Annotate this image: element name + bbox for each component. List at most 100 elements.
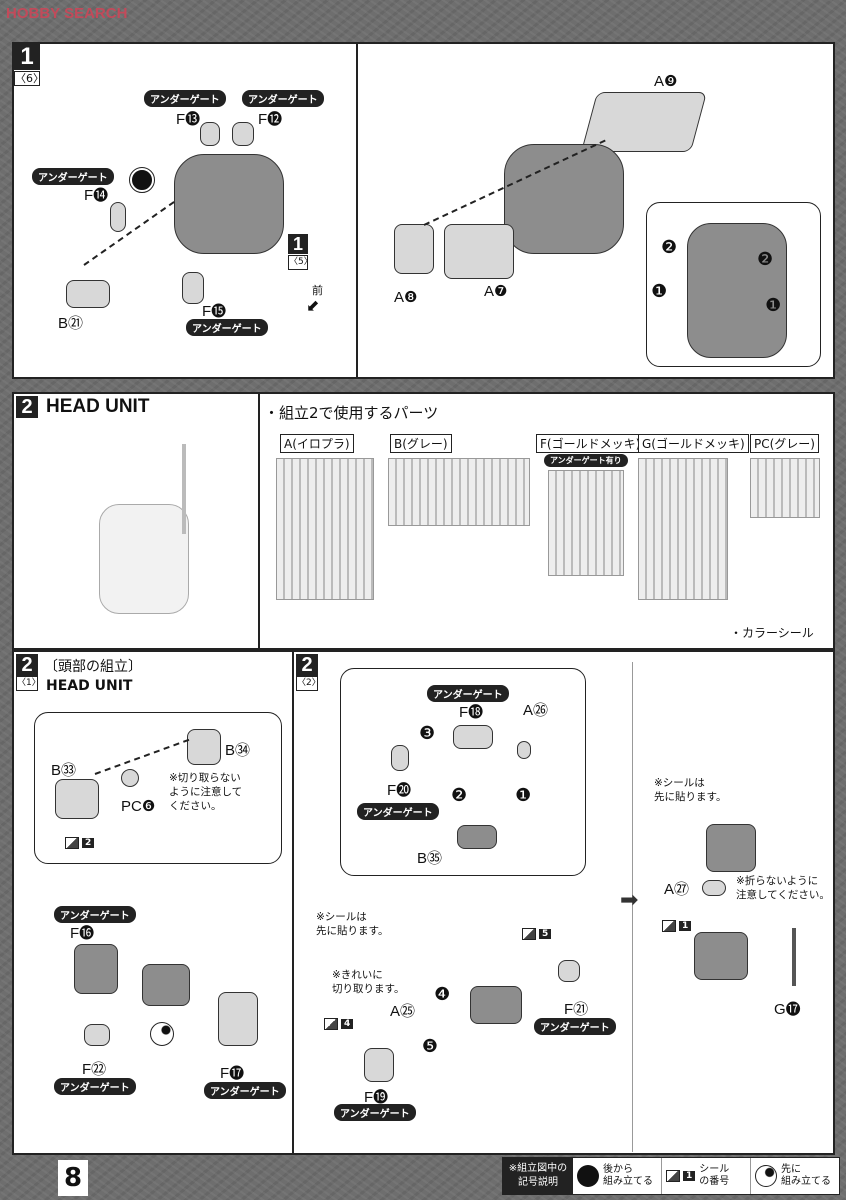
part-b21 — [66, 280, 110, 308]
sticker-icon — [522, 928, 536, 940]
part-label: B㉑ — [58, 315, 84, 332]
step-1-marker: ❶ — [515, 785, 532, 806]
part-label: A㉕ — [390, 1003, 416, 1020]
note-cut: ※きれいに 切り取ります。 — [332, 969, 405, 995]
symbol-legend: ※組立図中の 記号説明 後から 組み立てる 1 シール の番号 先に 組み立てる — [502, 1157, 840, 1195]
runner-label-f: F(ゴールドメッキ) — [536, 434, 645, 453]
part-b35 — [457, 825, 497, 849]
legend-item: 先に 組み立てる — [751, 1158, 839, 1194]
part-f18 — [453, 725, 493, 749]
head-base — [694, 932, 748, 980]
sticker-icon — [324, 1018, 338, 1030]
detail-callout: アンダーゲート F⓲ A㉖ F⓴ アンダーゲート ❸ ❷ ❶ B㉟ — [340, 668, 586, 876]
sticker-number: 4 — [341, 1019, 354, 1029]
part-label: B㉟ — [417, 850, 443, 867]
legend-label: シール の番号 — [699, 1164, 730, 1187]
divider — [356, 44, 358, 377]
part-b33 — [55, 779, 99, 819]
part-a7 — [444, 224, 514, 279]
part-label: F⓬ — [258, 111, 283, 128]
part-f17 — [218, 992, 258, 1046]
assemble-first-icon — [150, 1022, 174, 1046]
part-label: A❾ — [654, 73, 678, 90]
antenna — [182, 444, 186, 534]
detail-callout: B㉝ B㉞ PC❻ ※切り取らない ように注意して ください。 2 — [34, 712, 282, 864]
step-number: 2 — [296, 654, 318, 676]
part-a8 — [394, 224, 434, 274]
part-f12 — [232, 122, 254, 146]
runner-a — [276, 458, 374, 600]
step-1-panel: 1 〈6〉 アンダーゲート アンダーゲート F⓭ F⓬ アンダーゲート F⓮ B… — [12, 42, 835, 379]
legend-item: 後から 組み立てる — [573, 1158, 662, 1194]
ref-step-number: 1 — [288, 234, 308, 254]
part-label: B㉝ — [51, 762, 77, 779]
front-label: 前 — [312, 284, 323, 297]
sticker-number: 1 — [679, 921, 692, 931]
part-label: F⓮ — [84, 187, 109, 204]
part-label: A㉗ — [664, 881, 690, 898]
step-sub: 〈2〉 — [296, 676, 321, 691]
step-number: 2 — [16, 396, 38, 418]
sticker-icon — [666, 1170, 680, 1182]
step-1-arrow: ❶ — [765, 295, 782, 316]
part-f13 — [200, 122, 220, 146]
part-label: PC❻ — [121, 798, 156, 815]
step-2-2-panel: 2 〈2〉 アンダーゲート F⓲ A㉖ F⓴ アンダーゲート ❸ ❷ ❶ B㉟ … — [292, 650, 835, 1155]
note-seal-2: ※シールは 先に貼ります。 — [654, 777, 727, 803]
sticker-symbol: 1 — [666, 1170, 696, 1182]
part-f21 — [558, 960, 580, 982]
sticker-ref: 5 — [522, 928, 552, 940]
part-f19 — [364, 1048, 394, 1082]
divider — [632, 662, 633, 1152]
runner-f — [548, 470, 624, 576]
ref-step-sub: 〈5〉 — [288, 255, 313, 270]
part-f22 — [84, 1024, 110, 1046]
under-gate-label: アンダーゲート — [204, 1082, 286, 1099]
part-label: F⓳ — [364, 1089, 389, 1106]
assembly-line — [94, 738, 190, 775]
part-label: G⓱ — [774, 1001, 801, 1018]
legend-label: 先に 組み立てる — [781, 1164, 831, 1187]
part-a27 — [702, 880, 726, 896]
step-number: 1 — [14, 44, 40, 70]
step-title-jp: 〔頭部の組立〕 — [44, 659, 142, 675]
step-2-marker: ❷ — [451, 785, 468, 806]
part-label: F㉒ — [82, 1061, 107, 1078]
under-gate-label: アンダーゲート — [357, 803, 439, 820]
color-seal-label: ・カラーシール — [730, 626, 814, 640]
runner-label-b: B(グレー) — [390, 434, 452, 453]
under-gate-badge: アンダーゲート有り — [544, 454, 628, 467]
under-gate-label: アンダーゲート — [427, 685, 509, 702]
legend-item: 1 シール の番号 — [662, 1158, 751, 1194]
head-part — [504, 144, 624, 254]
step-title: HEAD UNIT — [46, 396, 150, 417]
head-detail — [687, 223, 787, 358]
part-label: F⓰ — [70, 925, 95, 942]
under-gate-label: アンダーゲート — [186, 319, 268, 336]
sticker-ref: 2 — [65, 837, 95, 849]
front-arrow-icon: ⬋ — [306, 296, 320, 315]
under-gate-label: アンダーゲート — [54, 1078, 136, 1095]
under-gate-label: アンダーゲート — [54, 906, 136, 923]
sticker-number: 1 — [683, 1171, 696, 1181]
step-5-marker: ❺ — [422, 1036, 439, 1057]
part-label: A❽ — [394, 289, 418, 306]
part-f20 — [391, 745, 409, 771]
step-sub: 〈1〉 — [16, 676, 41, 691]
page-number: 8 — [58, 1160, 88, 1196]
sticker-ref: 4 — [324, 1018, 354, 1030]
under-gate-label: アンダーゲート — [534, 1018, 616, 1035]
assemble-later-icon — [577, 1165, 599, 1187]
part-pc6 — [121, 769, 139, 787]
step-sub: 〈6〉 — [14, 71, 44, 86]
note-seal: ※シールは 先に貼ります。 — [316, 911, 389, 937]
sticker-number: 2 — [82, 838, 95, 848]
step-2-arrow: ❷ — [757, 249, 774, 270]
runner-label-a: A(イロプラ) — [280, 434, 354, 453]
step-2-1-panel: 2 〈1〉 〔頭部の組立〕 HEAD UNIT B㉝ B㉞ PC❻ ※切り取らな… — [12, 650, 294, 1155]
part-label: B㉞ — [225, 742, 251, 759]
part-label: F⓲ — [459, 704, 484, 721]
part-f15 — [182, 272, 204, 304]
step-3-marker: ❸ — [419, 723, 436, 744]
under-gate-label: アンダーゲート — [144, 90, 226, 107]
